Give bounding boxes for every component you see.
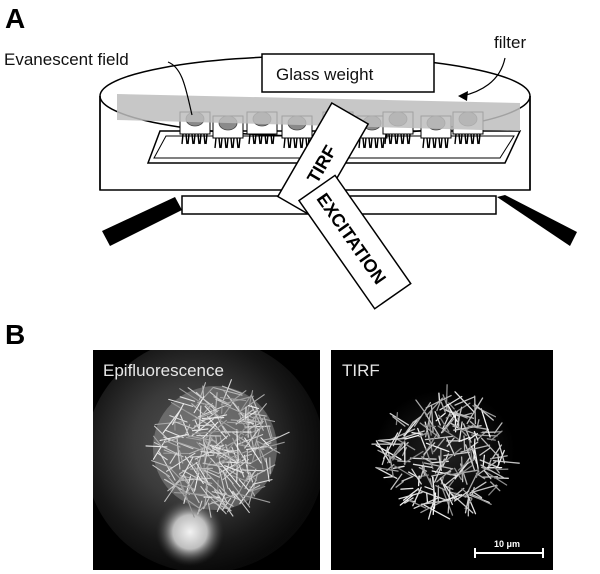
panel-a-letter: A [5,3,25,34]
filter-arrowhead [458,91,468,101]
prism-right-block [497,195,577,246]
filter-label: filter [494,33,526,52]
tirf-fibers [371,384,520,520]
epifluorescence-image [93,350,320,570]
epi-label: Epifluorescence [103,361,224,380]
scale-bar-label: 10 μm [494,539,520,549]
tirf-image [331,350,553,570]
evanescent-field-label: Evanescent field [4,50,129,69]
excitation-beam: EXCITATION [297,174,412,310]
glass-weight-label: Glass weight [276,65,374,84]
prism-left-block [102,197,182,246]
filter-band [117,94,520,131]
scale-bar: 10 μm [474,539,544,558]
panel-b-letter: B [5,319,25,350]
glass-weight-box [261,53,435,93]
evanescent-pointer [167,61,193,116]
tirf-image-label: TIRF [342,361,380,380]
epi-fibers [145,379,290,518]
dish-diagram: Glass weight Evanescent field filter TIR… [4,33,577,310]
